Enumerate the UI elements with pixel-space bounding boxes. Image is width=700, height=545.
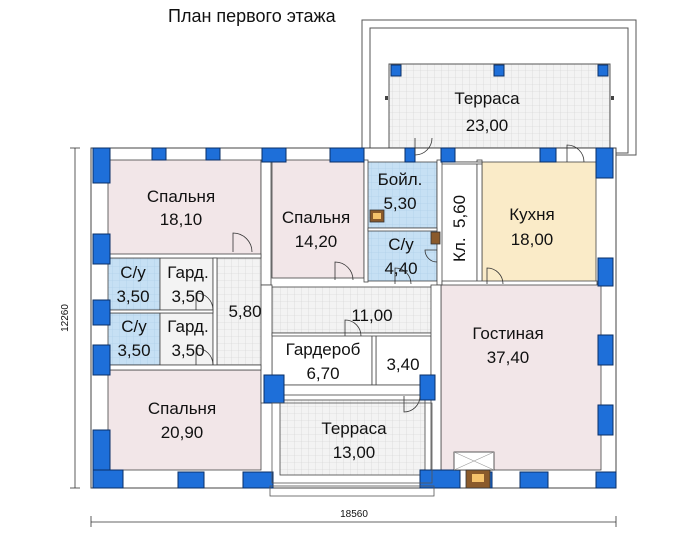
exterior-wall-blocks [92, 147, 617, 489]
bath2-name: С/у [121, 317, 147, 336]
boiler-name: Бойл. [378, 170, 423, 189]
pantry-area: 5,60 [450, 195, 469, 228]
plan-title: План первого этажа [168, 6, 336, 26]
living-name: Гостиная [472, 324, 543, 343]
bath-mid-area: 4,40 [384, 259, 417, 278]
bath-mid-name: С/у [388, 235, 414, 254]
small-room-area: 3,40 [386, 355, 419, 374]
bedroom3-area: 20,90 [161, 423, 204, 442]
ward2-area: 3,50 [171, 341, 204, 360]
terrace-bottom-name: Терраса [321, 419, 387, 438]
bath1-name: С/у [120, 263, 146, 282]
fireplace-symbol [453, 451, 495, 489]
terrace-bottom-outline [271, 402, 433, 484]
bedroom2-name: Спальня [282, 208, 350, 227]
dimension-width: 18560 [340, 509, 368, 520]
bedroom1-name: Спальня [147, 187, 215, 206]
corridor-area: 11,00 [351, 306, 392, 325]
bath1-area: 3,50 [116, 287, 149, 306]
terrace-top-name: Терраса [454, 89, 520, 108]
living-area: 37,40 [487, 348, 530, 367]
boiler-area: 5,30 [383, 194, 416, 213]
terrace-step [269, 485, 435, 497]
boiler-symbol [369, 209, 441, 245]
pantry-name: Кл. [450, 237, 469, 262]
doors [195, 137, 585, 413]
hall-area: 5,80 [228, 302, 261, 321]
terrace-bottom-area: 13,00 [333, 443, 376, 462]
wardrobe-area: 6,70 [306, 364, 339, 383]
terrace-top-area: 23,00 [466, 116, 509, 135]
kitchen-name: Кухня [509, 205, 555, 224]
wardrobe-name: Гардероб [286, 340, 361, 359]
bedroom3-name: Спальня [148, 399, 216, 418]
terrace-rail-dots [385, 96, 614, 100]
ward2-name: Гард. [167, 317, 208, 336]
ward1-name: Гард. [167, 263, 208, 282]
terrace-posts [390, 64, 609, 77]
bedroom2-area: 14,20 [295, 232, 338, 251]
bath2-area: 3,50 [117, 341, 150, 360]
room-labels: Спальня 18,10 Спальня 14,20 Бойл. 5,30 С… [116, 89, 554, 462]
dimension-height: 12260 [60, 304, 71, 332]
terrace-top-outline [361, 19, 637, 156]
interior-walls [107, 159, 598, 476]
ward1-area: 3,50 [171, 287, 204, 306]
dimension-lines [70, 147, 617, 527]
kitchen-area: 18,00 [511, 230, 554, 249]
bedroom1-area: 18,10 [160, 210, 203, 229]
